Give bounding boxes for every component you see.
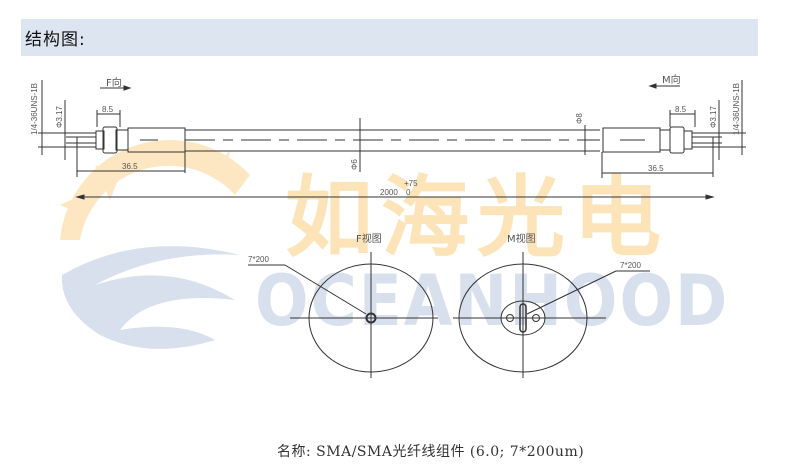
ferrule-diameter-left: Φ3.17: [55, 105, 64, 128]
nut-width-right: 8.5: [675, 105, 687, 114]
watermark-logo-icon: [60, 140, 250, 349]
f-view-title: F视图: [356, 232, 382, 245]
thread-spec-left: 1/4-36UNS-1B: [30, 83, 39, 135]
thread-spec-right: 1/4-36UNS-1B: [732, 83, 741, 135]
section-header: 结构图:: [21, 19, 758, 56]
nut-width-left: 8.5: [102, 105, 114, 114]
direction-label-f: F向: [106, 76, 122, 89]
section-title: 结构图:: [25, 30, 86, 50]
watermark-brand-cn: 如海光电: [285, 166, 669, 269]
ferrule-diameter-right: Φ3.17: [709, 105, 718, 128]
connector-length-left: 36.5: [122, 162, 138, 171]
cable-diameter: Φ6: [350, 159, 359, 170]
m-view-callout: 7*200: [620, 261, 641, 270]
m-view-title: M视图: [507, 232, 536, 245]
sleeve-diameter: Φ8: [575, 113, 584, 124]
direction-label-m: M向: [662, 73, 681, 86]
drawing-caption: 名称: SMA/SMA光纤线组件 (6.0; 7*200um): [277, 444, 585, 460]
total-length-tolerance-upper: +75: [404, 179, 418, 188]
connector-length-right: 36.5: [648, 164, 664, 173]
total-length-tolerance-lower: 0: [406, 188, 411, 197]
watermark-brand-en: OCEANHOOD: [255, 260, 729, 342]
f-view-callout: 7*200: [248, 255, 269, 264]
total-length: 2000: [380, 188, 398, 197]
